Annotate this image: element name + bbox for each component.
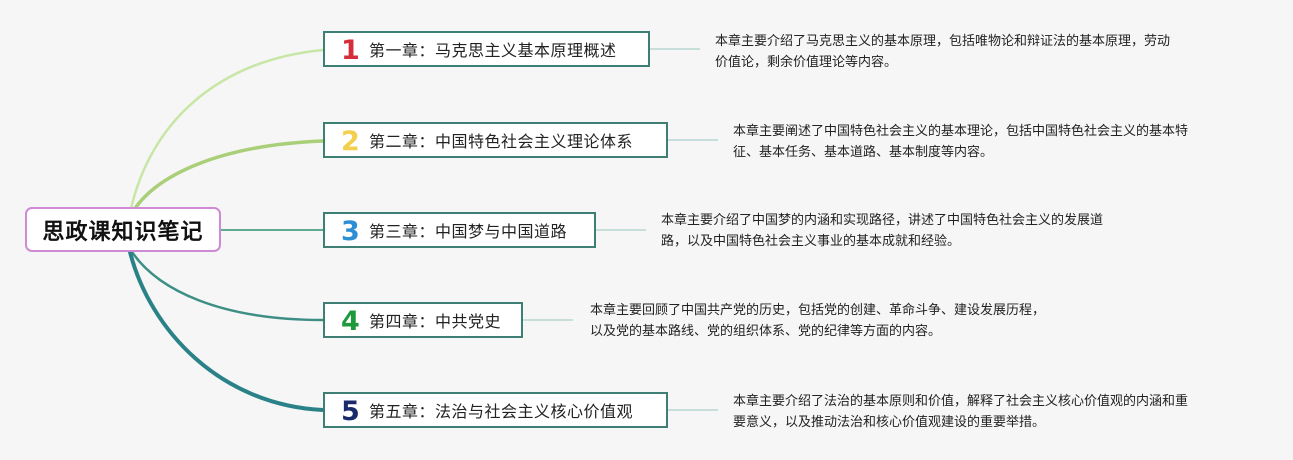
chapter-description-4: 本章主要回顾了中国共产党的历史，包括党的创建、革命斗争、建设发展历程， 以及党的… <box>590 300 1045 342</box>
chapter-title-3: 第三章：中国梦与中国道路 <box>369 222 568 241</box>
chapter-title-1: 第一章：马克思主义基本原理概述 <box>369 41 617 60</box>
chapter-description-4-line-2: 以及党的基本路线、党的组织体系、党的纪律等方面的内容。 <box>590 324 942 339</box>
chapter-number-2: 2 <box>341 125 360 157</box>
chapter-node-3[interactable]: 3 第三章：中国梦与中国道路 <box>323 212 596 248</box>
chapter-node-5[interactable]: 5 第五章：法治与社会主义核心价值观 <box>323 392 668 428</box>
chapter-description-5: 本章主要介绍了法治的基本原则和价值，解释了社会主义核心价值观的内涵和重 要意义，… <box>733 391 1188 433</box>
branch-line-5 <box>128 250 325 412</box>
chapter-description-1-line-1: 本章主要介绍了马克思主义的基本原理，包括唯物论和辩证法的基本原理，劳动 <box>715 34 1171 49</box>
chapter-description-5-line-2: 要意义，以及推动法治和核心价值观建设的重要举措。 <box>733 415 1046 430</box>
chapter-number-1: 1 <box>341 34 360 66</box>
chapter-node-2[interactable]: 2 第二章：中国特色社会主义理论体系 <box>323 122 668 158</box>
chapter-description-3: 本章主要介绍了中国梦的内涵和实现路径，讲述了中国特色社会主义的发展道 路，以及中… <box>661 210 1103 252</box>
root-title: 思政课知识笔记 <box>42 219 204 245</box>
branch-line-1 <box>128 48 325 215</box>
branch-line-2 <box>130 139 325 215</box>
chapter-description-3-line-2: 路，以及中国特色社会主义事业的基本成就和经验。 <box>661 234 961 249</box>
chapter-title-5: 第五章：法治与社会主义核心价值观 <box>369 402 634 421</box>
chapter-description-5-line-1: 本章主要介绍了法治的基本原则和价值，解释了社会主义核心价值观的内涵和重 <box>733 394 1189 409</box>
chapter-title-4: 第四章：中共党史 <box>369 312 502 331</box>
chapter-node-1[interactable]: 1 第一章：马克思主义基本原理概述 <box>323 31 650 67</box>
chapter-description-2-line-2: 征、基本任务、基本道路、基本制度等内容。 <box>733 145 994 160</box>
chapter-description-2: 本章主要阐述了中国特色社会主义的基本理论，包括中国特色社会主义的基本特 征、基本… <box>733 121 1188 163</box>
chapter-description-1-line-2: 价值论，剩余价值理论等内容。 <box>715 55 898 70</box>
chapter-description-2-line-1: 本章主要阐述了中国特色社会主义的基本理论，包括中国特色社会主义的基本特 <box>733 124 1189 139</box>
branch-line-4 <box>130 250 325 322</box>
chapter-node-4[interactable]: 4 第四章：中共党史 <box>323 302 523 338</box>
chapter-description-1: 本章主要介绍了马克思主义的基本原理，包括唯物论和辩证法的基本原理，劳动 价值论，… <box>715 31 1170 73</box>
chapter-number-5: 5 <box>341 395 360 427</box>
chapter-title-2: 第二章：中国特色社会主义理论体系 <box>369 132 634 151</box>
root-node[interactable]: 思政课知识笔记 <box>25 207 221 252</box>
chapter-description-4-line-1: 本章主要回顾了中国共产党的历史，包括党的创建、革命斗争、建设发展历程， <box>590 303 1046 318</box>
chapter-number-3: 3 <box>341 215 360 247</box>
chapter-number-4: 4 <box>341 305 360 337</box>
chapter-description-3-line-1: 本章主要介绍了中国梦的内涵和实现路径，讲述了中国特色社会主义的发展道 <box>661 213 1104 228</box>
